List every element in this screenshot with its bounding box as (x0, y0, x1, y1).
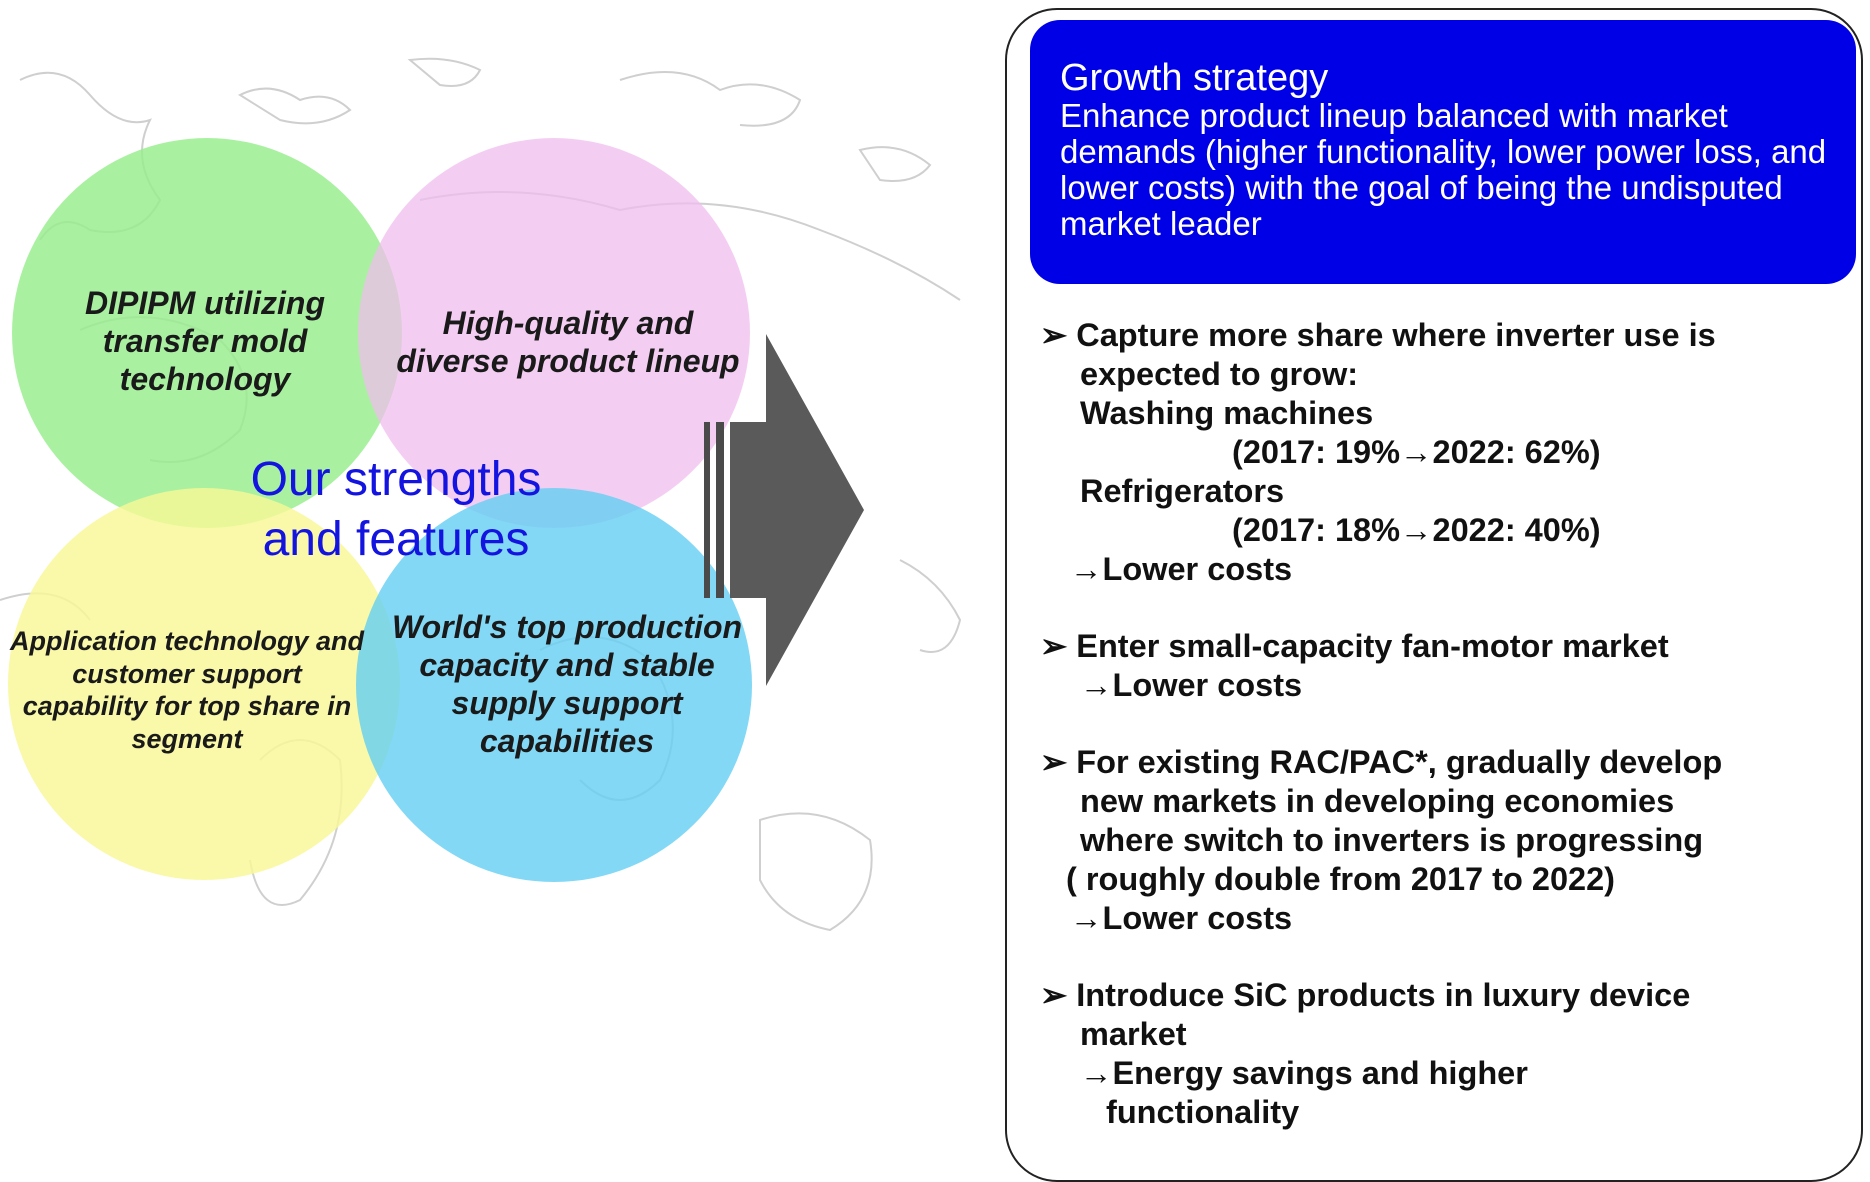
blue-strength-circle (356, 488, 752, 882)
bullet-arrow-icon: ➢ (1040, 744, 1068, 780)
list-item: ➢ Introduce SiC products in luxury devic… (1040, 977, 1691, 1130)
green-strength-circle (12, 138, 402, 528)
bullet-arrow-icon: ➢ (1040, 628, 1068, 664)
green-circle-label: DIPIPM utilizing transfer mold technolog… (85, 285, 325, 397)
strategy-bullet-list: ➢ Capture more share where inverter use … (1040, 316, 1840, 1170)
list-item: ➢ Enter small-capacity fan-motor market … (1040, 628, 1669, 703)
banner-title: Growth strategy (1060, 57, 1329, 99)
list-item: ➢ Capture more share where inverter use … (1040, 317, 1716, 587)
blue-circle-label: World's top production capacity and stab… (391, 609, 743, 759)
growth-strategy-banner: Growth strategy Enhance product lineup b… (1030, 20, 1856, 284)
bullet-arrow-icon: ➢ (1040, 317, 1068, 353)
list-item: ➢ For existing RAC/PAC*, gradually devel… (1040, 744, 1723, 936)
banner-text: Enhance product lineup balanced with mar… (1060, 97, 1827, 242)
right-arrow-icon (704, 334, 864, 686)
strengths-title: Our strengths and features (250, 453, 542, 566)
yellow-strength-circle (8, 488, 400, 880)
pink-circle-label: High-quality and diverse product lineup (396, 305, 740, 379)
yellow-circle-label: Application technology and customer supp… (9, 626, 364, 754)
pink-strength-circle (358, 138, 750, 528)
bullet-arrow-icon: ➢ (1040, 977, 1068, 1013)
